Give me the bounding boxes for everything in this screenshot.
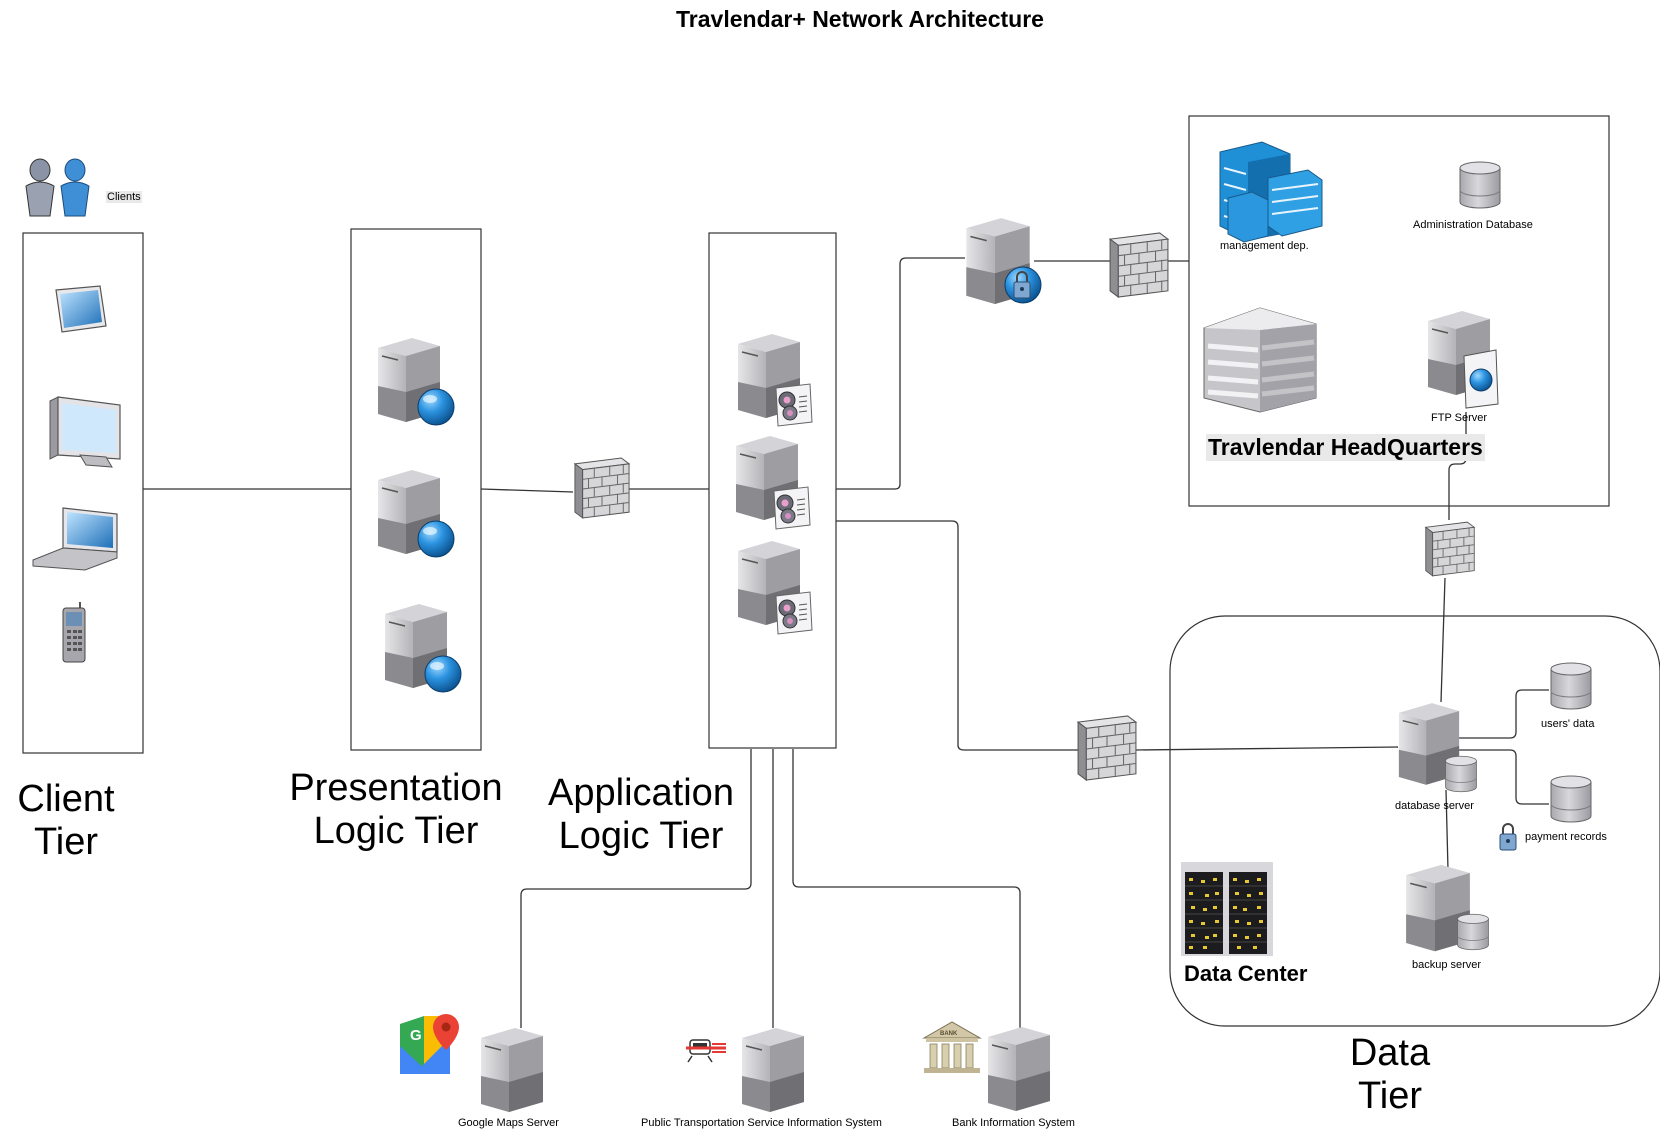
- headquarters-box: [1188, 115, 1610, 507]
- app-datacenter-link: [836, 520, 1080, 751]
- client-tier-label-line2: Tier: [33, 821, 99, 863]
- ftp-globe-icon: [1469, 368, 1493, 392]
- data-center-title: Data Center: [1184, 961, 1308, 986]
- firewall-datacenter: [1077, 715, 1137, 781]
- google-maps-server-label: Google Maps Server: [458, 1117, 559, 1129]
- google-maps-server: [480, 1027, 544, 1113]
- laptop-icon: [32, 507, 118, 571]
- db-users-link: [1440, 689, 1549, 739]
- web-server-3: [384, 603, 462, 693]
- payment-records-label: payment records: [1525, 831, 1607, 843]
- security-server: [965, 217, 1042, 305]
- management-dep-label: management dep.: [1220, 240, 1309, 252]
- users-data-label: users' data: [1541, 718, 1595, 730]
- mobile-phone-icon: [62, 602, 86, 663]
- web-server-2: [377, 469, 455, 558]
- database-server-label: database server: [1395, 800, 1474, 812]
- bank-server: [987, 1026, 1051, 1112]
- administration-database-label: Administration Database: [1413, 219, 1533, 231]
- google-maps-icon: G: [400, 1014, 459, 1074]
- application-tier-label-line2: Logic Tier: [558, 815, 724, 857]
- ftp-server: [1427, 310, 1499, 409]
- firewall-hq-datacenter: [1425, 521, 1475, 577]
- connection-lines: [143, 257, 1549, 1028]
- database-server: [1398, 702, 1477, 793]
- data-tier-label-line2: Tier: [1357, 1075, 1423, 1117]
- headquarters-building-icon: [1203, 307, 1317, 413]
- clients-icon: [25, 158, 90, 217]
- application-tier-box: [708, 232, 837, 749]
- firewall-headquarters: [1109, 232, 1169, 298]
- backup-server: [1405, 864, 1489, 953]
- bank-icon: BANK: [922, 1021, 982, 1073]
- app-google-link: [520, 749, 752, 1028]
- client-tier-box: [22, 232, 144, 754]
- users-data-db-icon: [1550, 662, 1592, 710]
- firewall-dbserver-link: [1135, 746, 1399, 751]
- tablet-icon: [55, 285, 107, 333]
- presentation-tier-label: Presentation Logic Tier: [286, 767, 506, 853]
- app-security-server-link: [836, 257, 965, 490]
- payment-records-db-icon: [1550, 775, 1592, 823]
- train-icon: [686, 1039, 726, 1063]
- backup-db-icon: [1457, 913, 1489, 951]
- presentation-firewall-link: [480, 488, 574, 493]
- svg-text:G: G: [410, 1027, 422, 1044]
- presentation-tier-label-line1: Presentation: [289, 767, 503, 809]
- ftp-server-label: FTP Server: [1431, 412, 1488, 424]
- app-bank-link: [792, 749, 1021, 1028]
- data-tier-label: Data Tier: [1330, 1032, 1450, 1118]
- application-tier-label-line1: Application: [548, 772, 734, 814]
- presentation-tier-box: [350, 228, 482, 751]
- firewall-ftp-link: [1448, 412, 1467, 520]
- public-transportation-label: Public Transportation Service Informatio…: [641, 1117, 882, 1129]
- firewall-presentation-application: [574, 457, 630, 519]
- desktop-icon: [49, 396, 121, 468]
- headquarters-title: Travlendar HeadQuarters: [1206, 434, 1485, 461]
- diagram-title: Travlendar+ Network Architecture: [676, 6, 1044, 32]
- clients-label: Clients: [106, 191, 142, 203]
- presentation-tier-label-line2: Logic Tier: [313, 810, 479, 852]
- data-center-rack-icon: [1181, 862, 1273, 956]
- database-server-db-icon: [1445, 755, 1477, 793]
- client-tier-label: Client Tier: [6, 778, 126, 864]
- application-server-2: [735, 435, 811, 530]
- application-tier-label: Application Logic Tier: [531, 772, 751, 858]
- web-server-1: [377, 337, 455, 426]
- application-server-3: [737, 540, 813, 635]
- db-backup-link: [1445, 789, 1449, 871]
- db-payment-link: [1440, 749, 1549, 805]
- db-firewall-link: [1440, 577, 1446, 703]
- bank-information-system-label: Bank Information System: [952, 1117, 1075, 1129]
- application-server-1: [737, 333, 813, 427]
- data-tier-label-line1: Data: [1349, 1032, 1431, 1074]
- payment-lock-icon: [1499, 823, 1517, 851]
- data-center-box: [1169, 615, 1660, 1027]
- public-transportation-server: [741, 1027, 805, 1113]
- management-building-icon: [1219, 141, 1323, 243]
- administration-database-icon: [1459, 161, 1501, 209]
- backup-server-label: backup server: [1412, 959, 1482, 971]
- client-tier-label-line1: Client: [17, 778, 115, 820]
- bank-sign-text: BANK: [940, 1031, 958, 1037]
